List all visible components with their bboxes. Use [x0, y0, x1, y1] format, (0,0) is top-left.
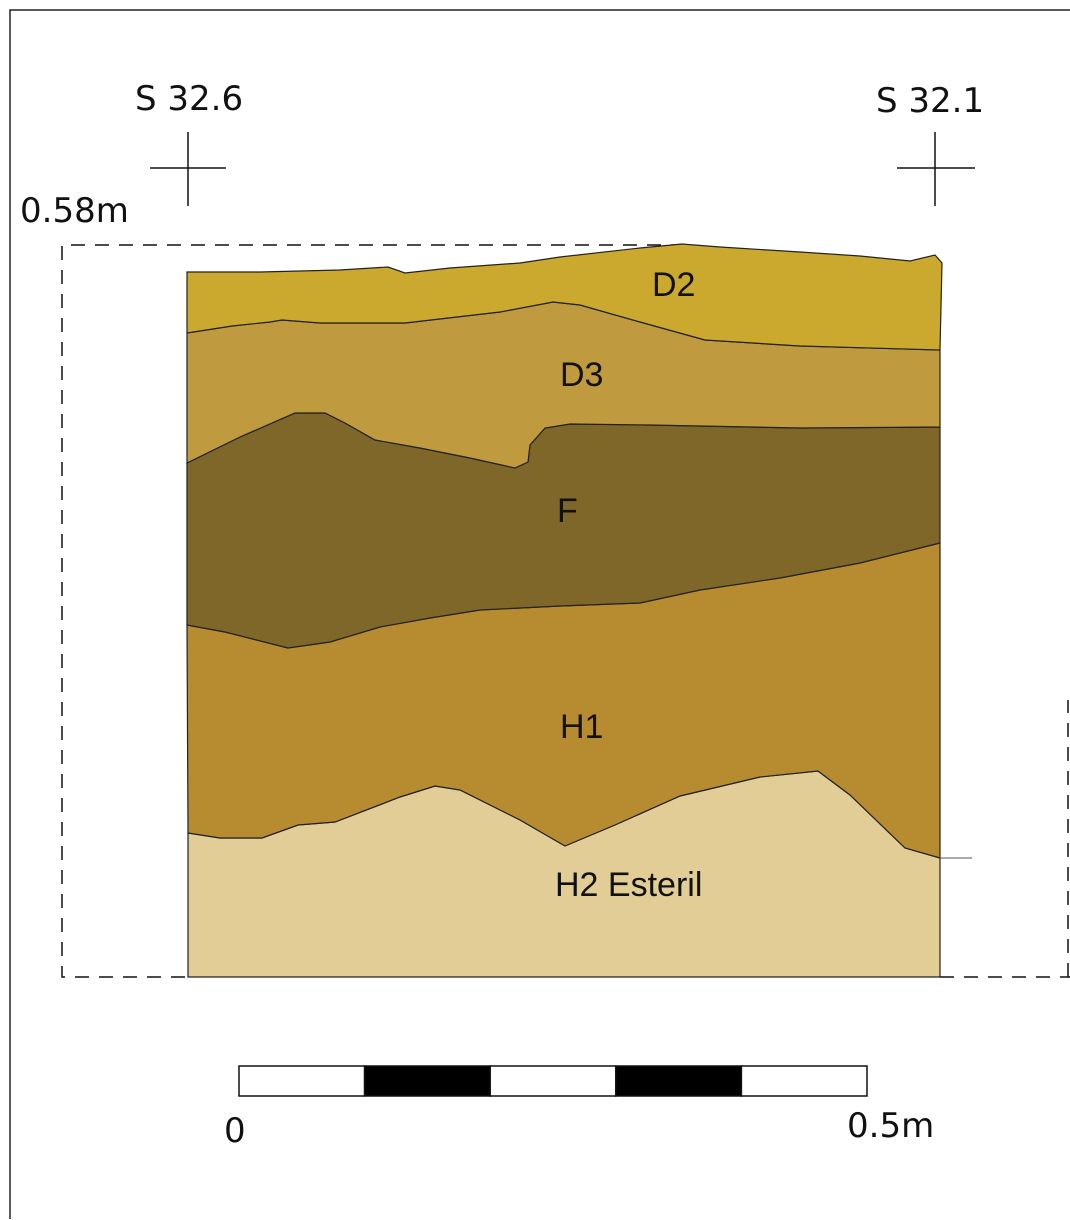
- scale-bar-segment: [363, 1065, 491, 1097]
- scale-bar-segment: [238, 1065, 366, 1097]
- scale-bar: [238, 1065, 868, 1097]
- datum-label-right: S 32.1: [876, 81, 984, 121]
- scale-bar-segment: [615, 1065, 743, 1097]
- excavation-outline-right: [940, 700, 1070, 978]
- layer-label-d2: D2: [652, 266, 695, 304]
- scale-bar-segment: [740, 1065, 868, 1097]
- layer-label-h2: H2 Esteril: [555, 866, 702, 904]
- datum-cross-right: [897, 132, 975, 206]
- layer-label-f: F: [557, 492, 578, 530]
- page-frame: [9, 9, 1070, 1219]
- layer-d2: [186, 243, 943, 351]
- scale-end-label: 0.5m: [847, 1106, 934, 1146]
- layer-label-d3: D3: [560, 356, 603, 394]
- scale-start-label: 0: [224, 1111, 246, 1151]
- excavation-outline-left: [61, 244, 680, 978]
- depth-label: 0.58m: [20, 191, 129, 231]
- datum-cross-left: [150, 132, 226, 206]
- scale-bar-segment: [489, 1065, 617, 1097]
- layer-label-h1: H1: [560, 708, 603, 746]
- datum-label-left: S 32.6: [135, 79, 243, 119]
